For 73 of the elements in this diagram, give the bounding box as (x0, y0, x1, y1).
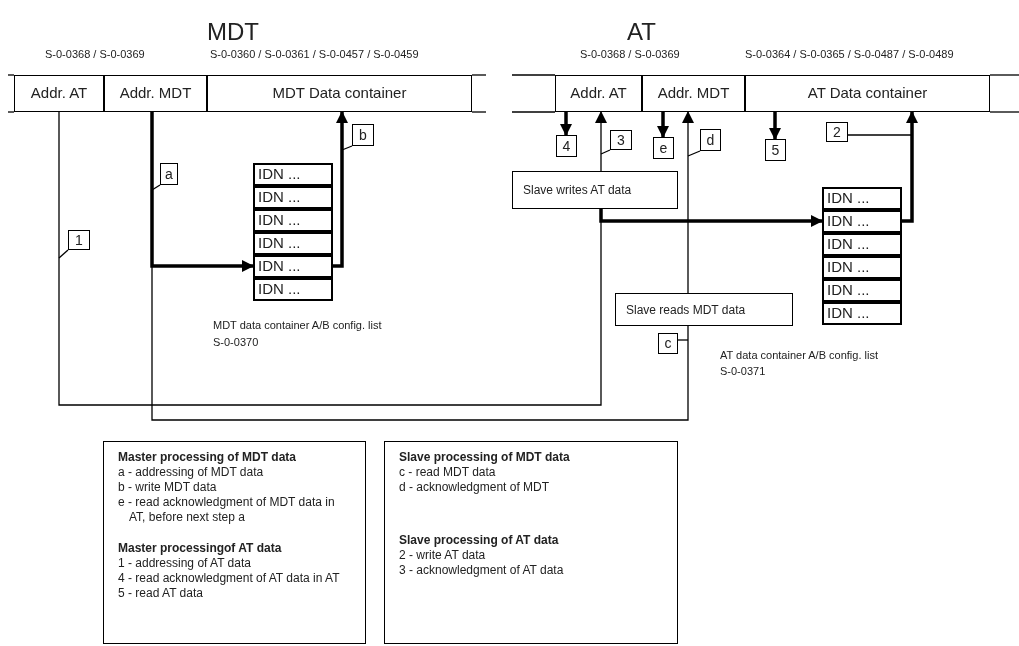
arrow (595, 111, 607, 172)
list-row: IDN ... (822, 210, 902, 233)
parameter-label: S-0-0360 / S-0-0361 / S-0-0457 / S-0-0459 (210, 47, 419, 62)
list-row: IDN ... (253, 163, 333, 186)
leader-line (600, 149, 611, 155)
section-heading: Master processing of MDT data (118, 450, 298, 465)
frame-title: MDT (207, 17, 259, 47)
process-box: Slave writes AT data (512, 171, 678, 209)
leader-line (677, 339, 689, 341)
callout-label: b (352, 124, 374, 146)
leader-line (687, 150, 701, 157)
callout-label: c (658, 333, 678, 354)
parameter-label: MDT data container A/B config. list (213, 318, 382, 333)
arrow (560, 112, 572, 136)
list-row: IDN ... (822, 256, 902, 279)
parameter-label: S-0-0368 / S-0-0369 (45, 47, 145, 62)
parameter-label: S-0-0368 / S-0-0369 (580, 47, 680, 62)
list-row: IDN ... (253, 255, 333, 278)
list-row: IDN ... (253, 232, 333, 255)
section-heading: Slave processing of MDT data (399, 450, 571, 465)
frame-field: Addr. AT (555, 75, 642, 112)
description-line: 4 - read acknowledgment of AT data in AT (118, 571, 341, 586)
arrow (150, 112, 254, 272)
frame-field: Addr. AT (14, 75, 104, 112)
list-row: IDN ... (822, 233, 902, 256)
process-box: Slave reads MDT data (615, 293, 793, 326)
parameter-label: S-0-0364 / S-0-0365 / S-0-0487 / S-0-0489 (745, 47, 954, 62)
leader-line (847, 134, 913, 136)
parameter-label: S-0-0370 (213, 335, 259, 350)
frame-title: AT (627, 17, 656, 47)
description-line: e - read acknowledgment of MDT data in AT, before next step a (118, 495, 336, 525)
description-panel (103, 441, 366, 644)
callout-label: e (653, 137, 674, 159)
callout-label: 2 (826, 122, 848, 142)
description-line: 5 - read AT data (118, 586, 204, 601)
description-line: c - read MDT data (399, 465, 497, 480)
leader-line (341, 145, 353, 151)
arrow (333, 111, 348, 268)
description-panel (384, 441, 678, 644)
list-row: IDN ... (822, 187, 902, 210)
parameter-label: S-0-0371 (720, 364, 766, 379)
description-line: b - write MDT data (118, 480, 218, 495)
list-row: IDN ... (253, 209, 333, 232)
callout-label: 3 (610, 130, 632, 150)
frame-field: Addr. MDT (104, 75, 207, 112)
description-line: d - acknowledgment of MDT (399, 480, 551, 495)
description-line: a - addressing of MDT data (118, 465, 265, 480)
description-line: 2 - write AT data (399, 548, 487, 563)
callout-label: d (700, 129, 721, 151)
section-heading: Slave processing of AT data (399, 533, 560, 548)
leader-line (58, 249, 69, 259)
arrow (769, 112, 781, 140)
list-row: IDN ... (822, 279, 902, 302)
arrow (599, 209, 823, 227)
callout-label: 1 (68, 230, 90, 250)
list-row: IDN ... (822, 302, 902, 325)
connector-line (58, 111, 602, 406)
arrow (657, 112, 669, 138)
callout-label: a (160, 163, 178, 185)
list-row: IDN ... (253, 186, 333, 209)
description-line: 1 - addressing of AT data (118, 556, 252, 571)
leader-line (151, 184, 161, 191)
description-line: 3 - acknowledgment of AT data (399, 563, 565, 578)
callout-label: 4 (556, 135, 577, 157)
arrow (682, 111, 694, 294)
callout-label: 5 (765, 139, 786, 161)
parameter-label: AT data container A/B config. list (720, 348, 878, 363)
list-row: IDN ... (253, 278, 333, 301)
arrow (902, 111, 918, 223)
frame-field: Addr. MDT (642, 75, 745, 112)
frame-field: MDT Data container (207, 75, 472, 112)
section-heading: Master processingof AT data (118, 541, 283, 556)
frame-field: AT Data container (745, 75, 990, 112)
